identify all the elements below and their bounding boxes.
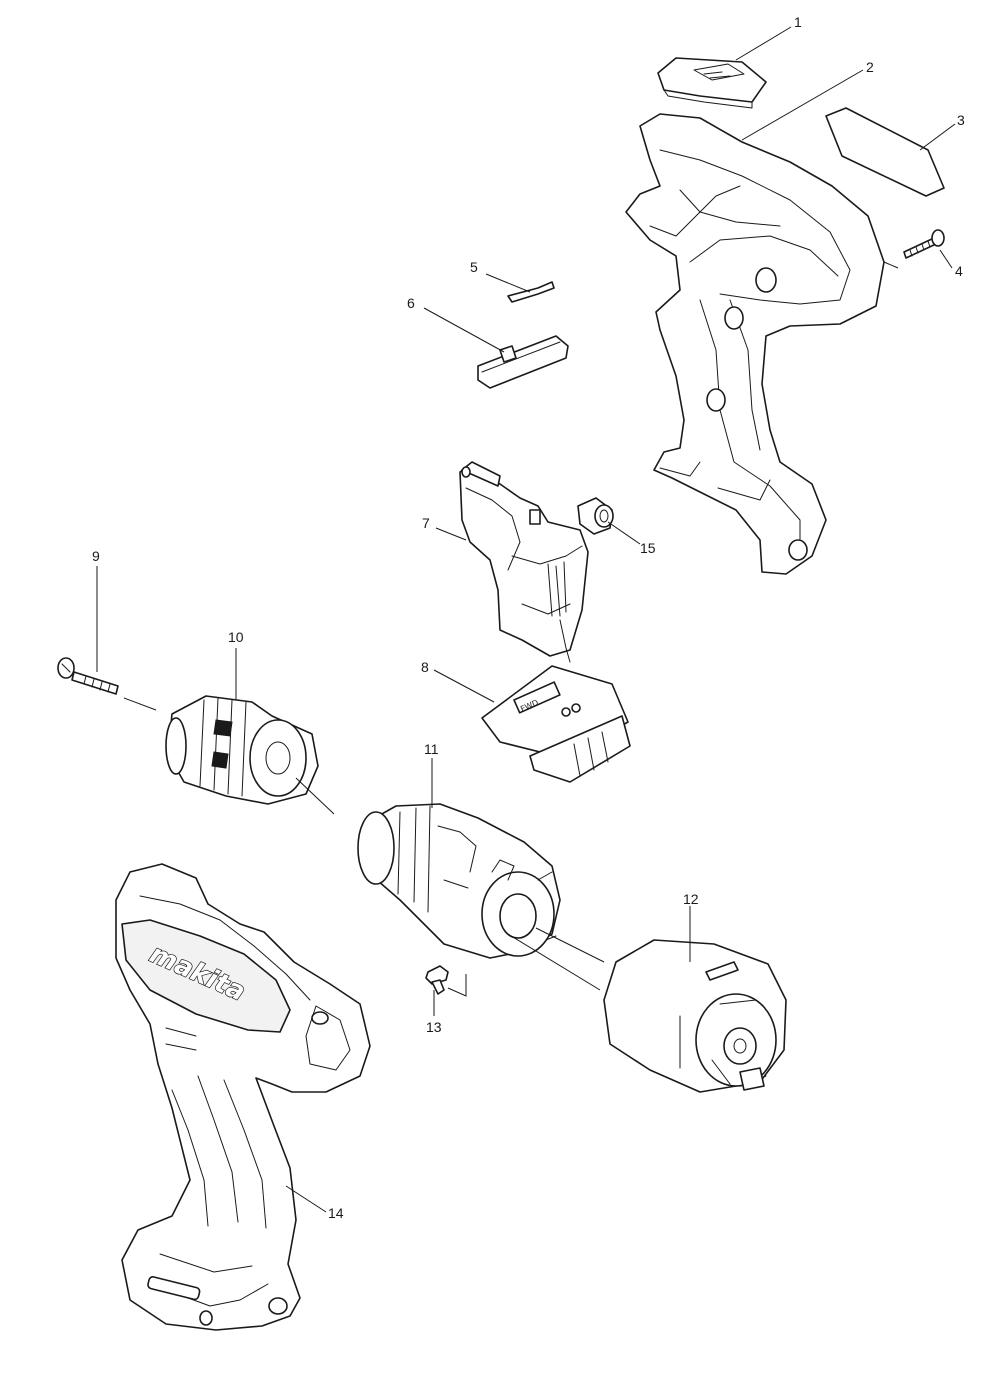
part-14-housing-set: makita <box>115 863 371 1331</box>
callout-12: 12 <box>683 891 699 907</box>
callout-14: 14 <box>328 1205 344 1221</box>
callout-10: 10 <box>228 629 244 645</box>
callout-6: 6 <box>407 295 415 311</box>
callout-7: 7 <box>422 515 430 531</box>
part-8-switch-plate: FWD <box>481 665 631 783</box>
part-11-gear-assembly <box>357 803 561 959</box>
callout-15: 15 <box>640 540 656 556</box>
part-7-switch <box>459 461 589 663</box>
part-6-lever <box>477 335 569 389</box>
part-1-cap <box>657 57 767 109</box>
callout-3: 3 <box>957 112 965 128</box>
part-13-screw <box>425 965 449 995</box>
part-5-clip <box>507 281 555 303</box>
part-12-motor <box>603 939 787 1093</box>
part-3-label <box>825 107 945 197</box>
part-9-screw <box>57 657 119 695</box>
leader-lines <box>96 26 956 1213</box>
callout-4: 4 <box>955 263 963 279</box>
part-15-bushing <box>577 497 614 535</box>
part-4-screw <box>903 229 945 259</box>
callout-9: 9 <box>92 548 100 564</box>
callout-2: 2 <box>866 59 874 75</box>
part-2-housing-half <box>625 113 885 575</box>
callout-labels: 1 2 3 4 5 6 7 8 9 10 11 12 13 14 15 <box>92 14 965 1221</box>
callout-5: 5 <box>470 259 478 275</box>
callout-11: 11 <box>424 741 439 757</box>
callout-13: 13 <box>426 1019 442 1035</box>
callout-8: 8 <box>421 659 429 675</box>
part-10-chuck <box>165 695 319 805</box>
callout-1: 1 <box>794 14 802 30</box>
